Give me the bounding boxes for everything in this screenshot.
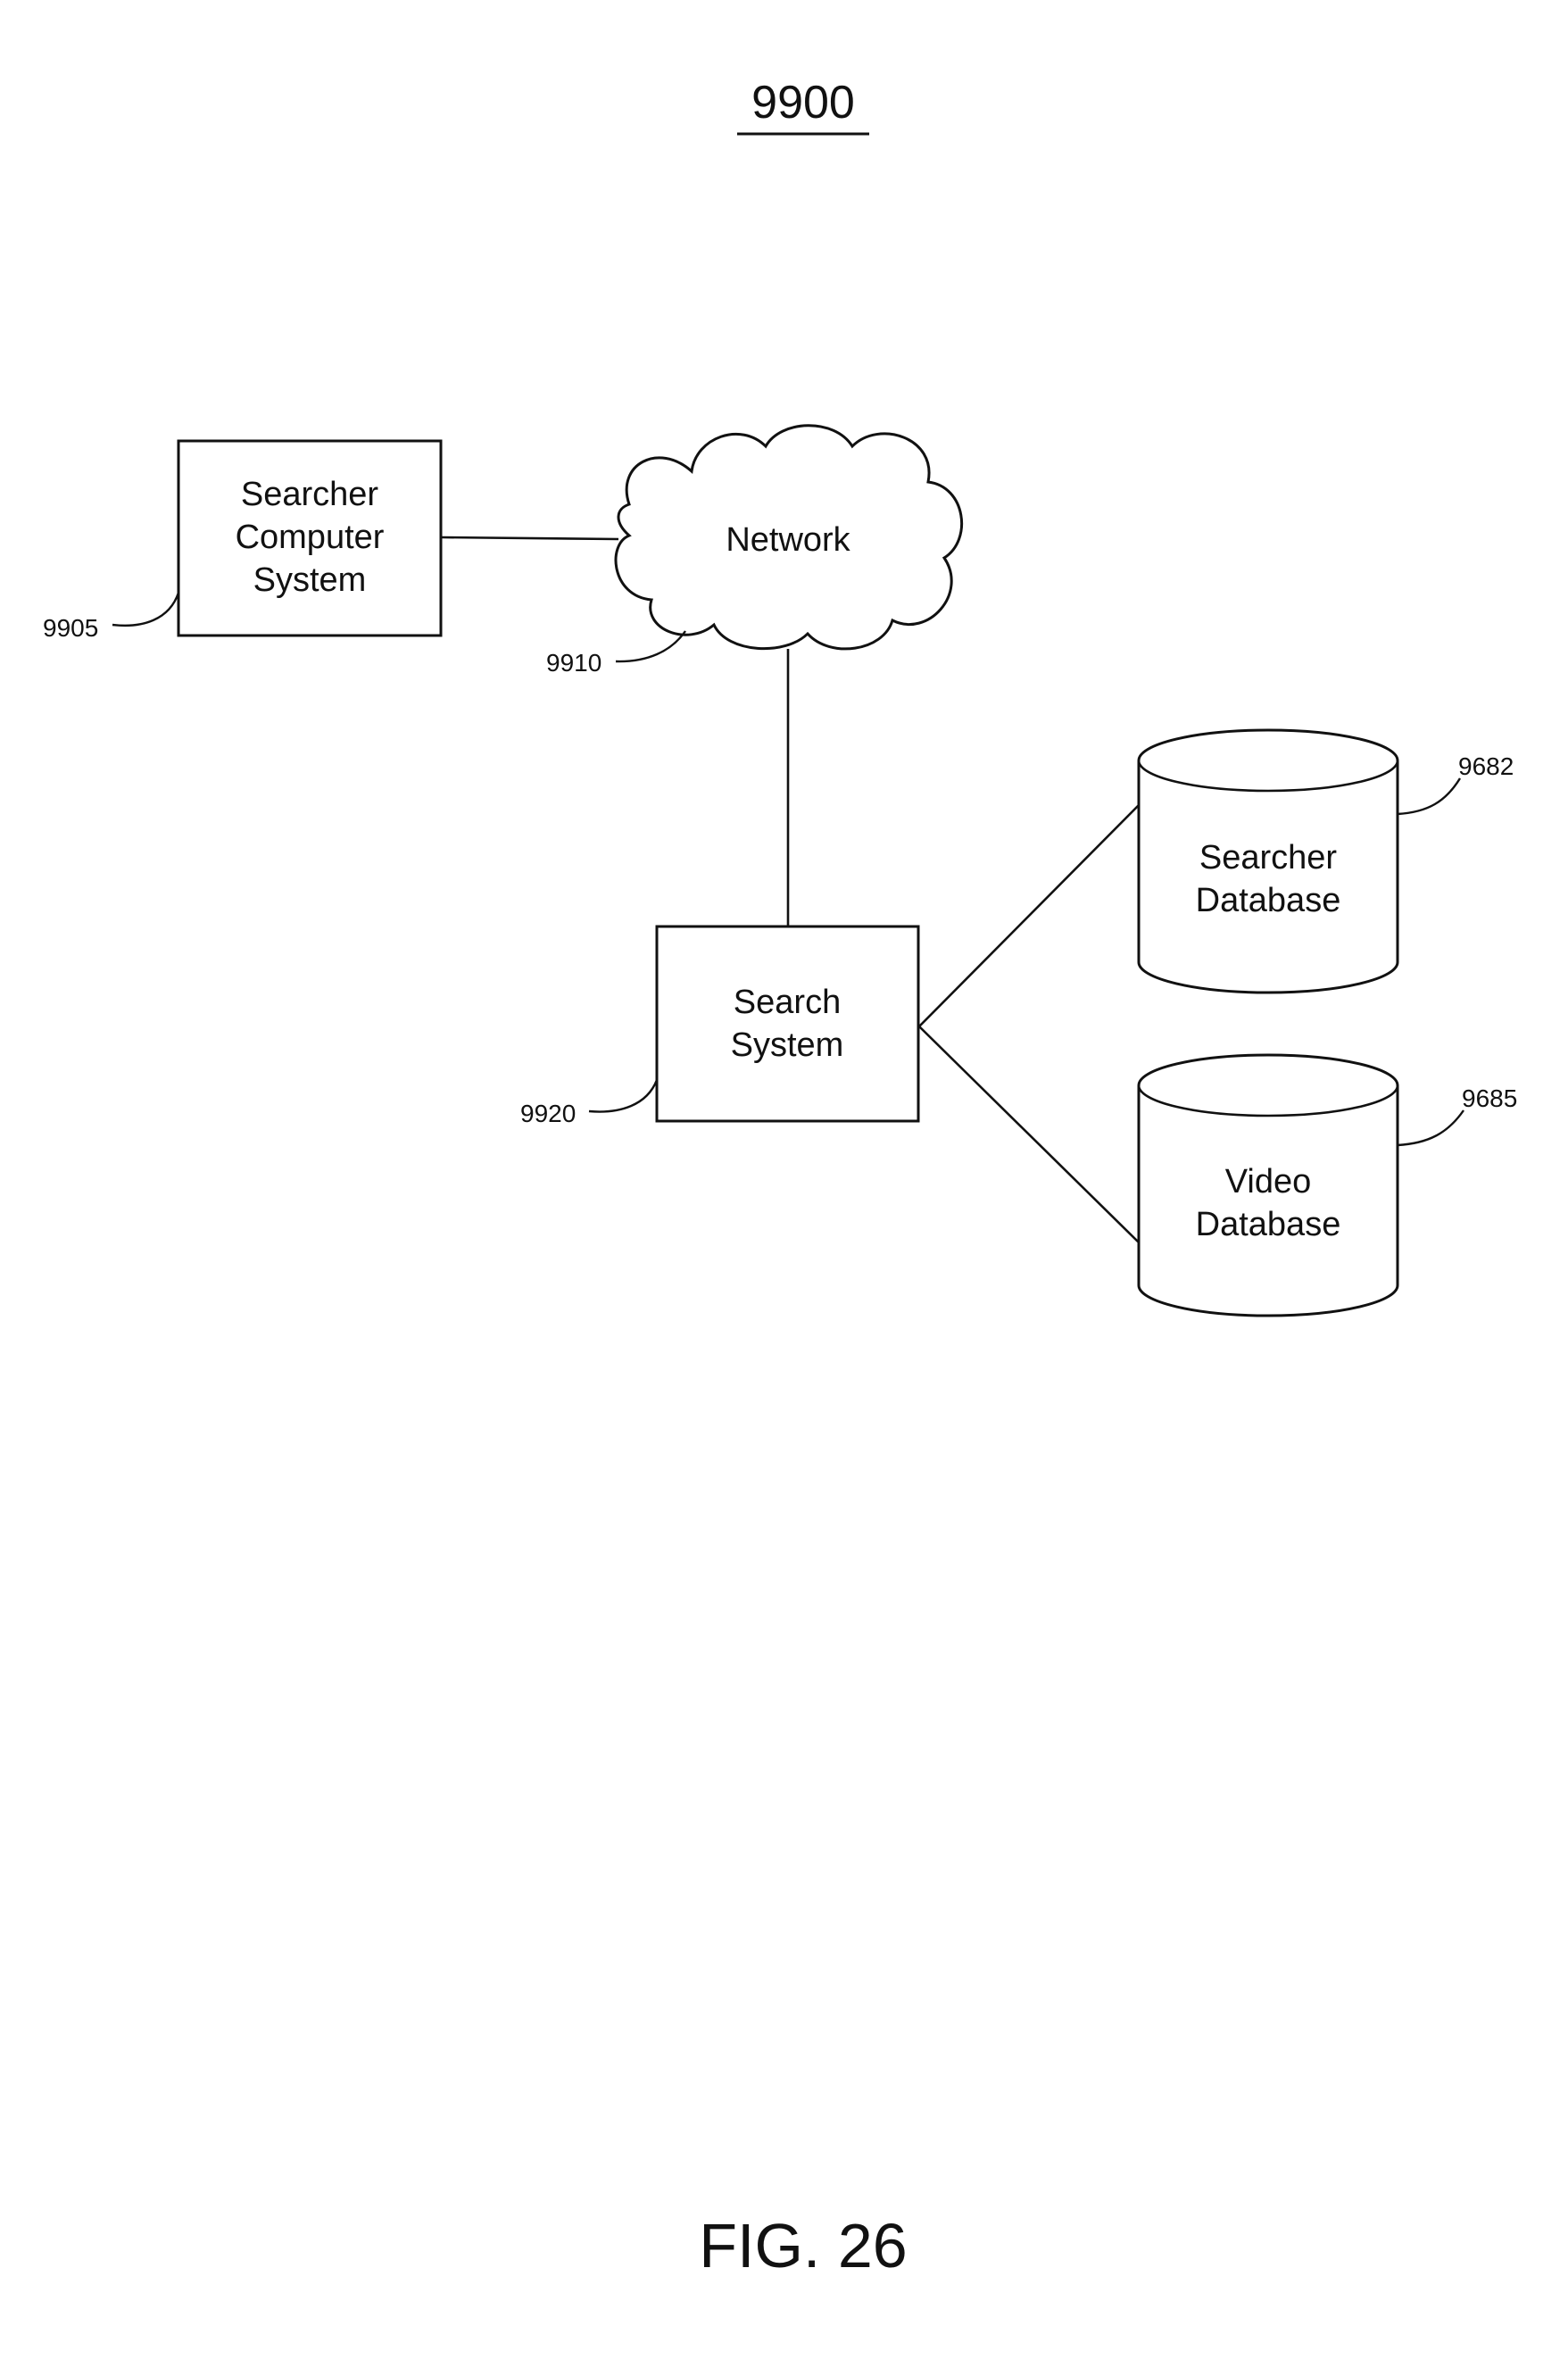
searcher-database-leader [1398, 778, 1460, 814]
connection-searcher-computer-to-network [442, 537, 618, 539]
searcher-computer-system-node: Searcher Computer System 9905 [43, 441, 441, 642]
searcher-database-node: Searcher Database 9682 [1139, 730, 1514, 993]
search-system-leader [589, 1080, 657, 1112]
figure-caption: FIG. 26 [699, 2211, 907, 2280]
searcher-computer-system-label-line3: System [253, 561, 367, 599]
searcher-database-label-line1: Searcher [1199, 839, 1338, 876]
search-system-ref: 9920 [520, 1100, 576, 1127]
searcher-database-ref: 9682 [1458, 752, 1514, 780]
network-ref: 9910 [546, 649, 601, 677]
network-node: Network 9910 [546, 426, 962, 677]
search-system-node: Search System 9920 [520, 926, 918, 1127]
figure-number: 9900 [751, 77, 855, 129]
searcher-computer-system-label-line2: Computer [236, 519, 385, 556]
searcher-database-label-line2: Database [1196, 882, 1341, 919]
figure-number-group: 9900 [737, 77, 869, 134]
video-database-label-line2: Database [1196, 1206, 1341, 1243]
search-system-label-line2: System [731, 1026, 844, 1064]
search-system-box [657, 926, 918, 1121]
connection-search-system-to-searcher-database [919, 805, 1139, 1026]
video-database-leader [1398, 1110, 1464, 1145]
connection-search-system-to-video-database [919, 1026, 1139, 1242]
searcher-computer-system-leader [112, 593, 178, 626]
network-label: Network [726, 521, 850, 559]
network-leader [616, 631, 685, 661]
searcher-computer-system-label-line1: Searcher [241, 476, 379, 513]
video-database-label-line1: Video [1225, 1163, 1312, 1200]
video-database-ref: 9685 [1462, 1084, 1517, 1112]
searcher-computer-system-ref: 9905 [43, 614, 98, 642]
search-system-label-line1: Search [734, 984, 841, 1021]
video-database-node: Video Database 9685 [1139, 1055, 1517, 1316]
